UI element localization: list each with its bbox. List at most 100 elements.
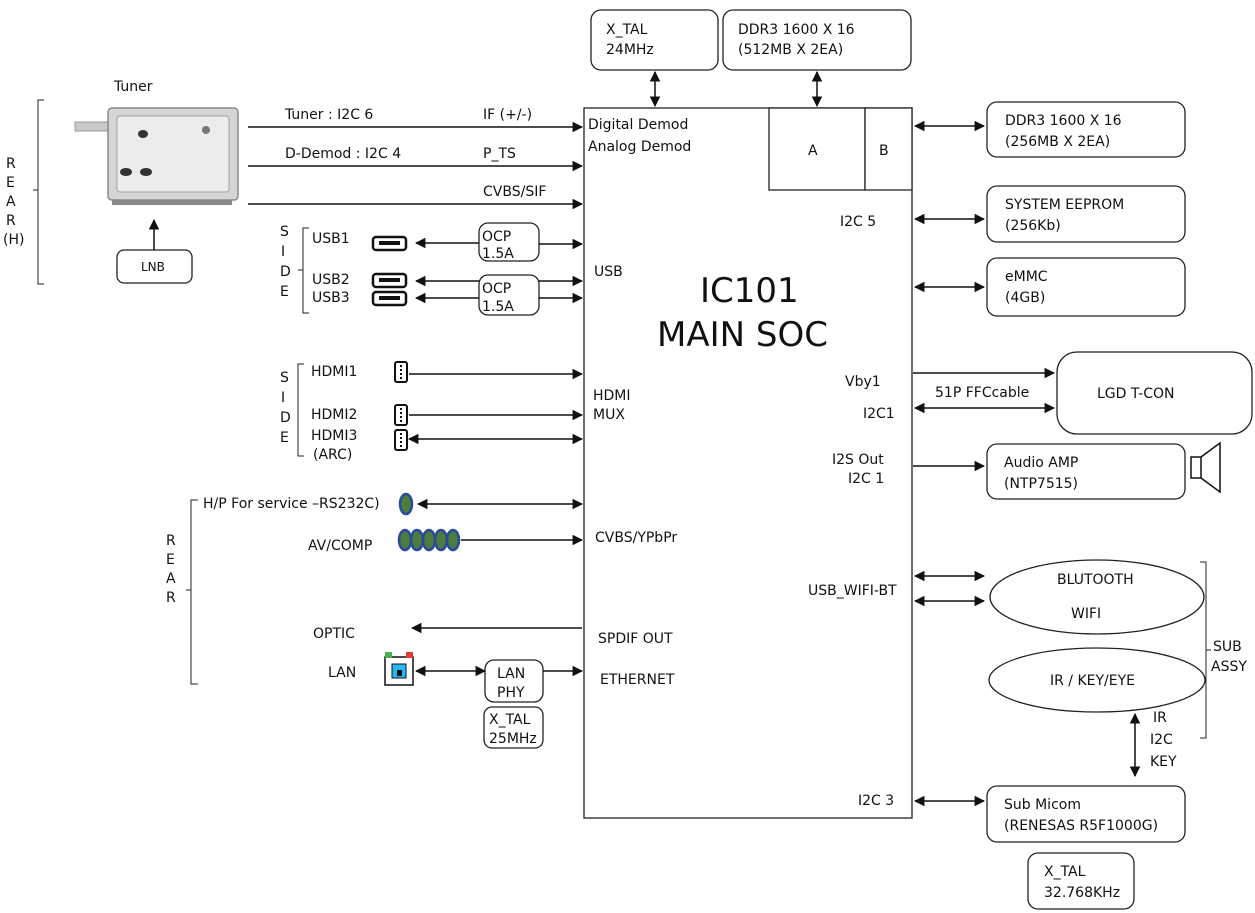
rear-h-letter-5: (H) [3,232,24,248]
side-usb-group: S I D E USB1 USB2 USB3 OCP 1.5A OCP 1.5A [280,223,582,315]
side-hdmi-letter-4: E [280,430,289,446]
ddr-right-label: DDR3 1600 X 16 [1005,113,1122,129]
soc-subtitle: MAIN SOC [657,315,828,355]
port-digital-demod: Digital Demod [588,117,688,133]
ir-key-eye-label: IR / KEY/EYE [1050,673,1135,689]
port-cvbs-ypbpr: CVBS/YPbPr [595,530,677,546]
ffc-label: 51P FFCcable [935,385,1029,401]
rear-bracket [186,500,198,684]
usb1-label: USB1 [312,231,350,247]
soc-title: IC101 [700,271,799,311]
main-soc: A B IC101 MAIN SOC Digital Demod Analog … [584,108,912,818]
port-spdif-out: SPDIF OUT [598,631,673,647]
sub-assy-label: SUB [1213,639,1242,655]
ocp1-value: 1.5A [482,246,514,262]
ddr-top-label: DDR3 1600 X 16 [738,22,855,38]
wifi-label: WIFI [1071,606,1101,622]
usb2-label: USB2 [312,272,350,288]
hp-rs232c-label: H/P For service –RS232C) [203,496,380,512]
side-hdmi-bracket [298,364,304,456]
rear-letter-4: R [166,590,176,606]
eeprom-size: (256Kb) [1005,218,1061,234]
rear-h-letter-1: R [6,156,16,172]
side-hdmi-letter-2: I [281,390,285,406]
usb3-port-icon [373,292,406,305]
av-comp-jacks-icon [399,530,459,550]
top-components: X_TAL 24MHz DDR3 1600 X 16 (512MB X 2EA) [591,10,911,106]
hdmi2-port-icon [395,405,407,425]
hdmi1-label: HDMI1 [311,364,357,380]
port-usb: USB [594,264,623,280]
side-usb-letter-4: E [280,284,289,300]
rear-letter-1: R [166,533,176,549]
port-ethernet: ETHERNET [600,672,675,688]
emmc-size: (4GB) [1005,290,1045,306]
right-components: DDR3 1600 X 16 (256MB X 2EA) SYSTEM EEPR… [913,102,1252,909]
sub-micom-part: (RENESAS R5F1000G) [1004,818,1158,834]
i2c-label: I2C [1150,732,1173,748]
tuner-cvbs-label: CVBS/SIF [483,184,546,200]
xtal-32khz-freq: 32.768KHz [1044,885,1120,901]
hdmi3-arc-label: (ARC) [313,447,352,463]
ocp1-label: OCP [482,229,511,245]
port-i2c3: I2C 3 [858,793,894,809]
emmc-box [987,258,1185,316]
usb2-port-icon [373,274,406,287]
key-label: KEY [1150,754,1177,770]
usb1-port-icon [373,237,406,250]
hdmi2-label: HDMI2 [311,407,357,423]
rear-letter-2: E [166,552,175,568]
side-usb-letter-2: I [281,244,285,260]
tuner-pts-label: P_TS [483,146,516,162]
emmc-label: eMMC [1005,269,1048,285]
tuner-module-image [75,108,238,205]
port-i2c1-tcon: I2C1 [863,406,895,422]
side-hdmi-group: S I D E HDMI1 HDMI2 HDMI3 (ARC) [280,362,582,463]
tuner-i2c4-label: D-Demod : I2C 4 [285,146,401,162]
side-usb-bracket [298,228,309,313]
port-i2c1-amp: I2C 1 [848,471,884,487]
rear-h-letter-2: E [6,175,15,191]
ir-label: IR [1153,710,1167,726]
ocp2-value: 1.5A [482,299,514,315]
usb3-label: USB3 [312,290,350,306]
lnb-label: LNB [141,260,165,274]
hdmi3-label: HDMI3 [311,428,357,444]
lan-phy-sub: PHY [497,685,525,701]
block-b-label: B [879,143,889,159]
block-a-label: A [808,143,818,159]
optic-label: OPTIC [313,626,355,642]
side-hdmi-letter-3: D [280,410,291,426]
port-i2s-out: I2S Out [832,452,884,468]
hdmi3-port-icon [395,430,407,450]
port-vby1: Vby1 [845,374,881,390]
sub-assy-label-2: ASSY [1211,659,1247,675]
xtal-24mhz-freq: 24MHz [606,42,654,58]
eeprom-label: SYSTEM EEPROM [1005,197,1124,213]
tuner-if-label: IF (+/-) [483,107,532,123]
side-usb-letter-1: S [280,224,289,240]
audio-amp-part: (NTP7515) [1004,476,1078,492]
rear-h-letter-4: R [6,213,16,229]
lan-port-icon [385,652,413,685]
lan-label: LAN [328,665,356,681]
rear-letter-3: A [166,571,176,587]
xtal-32khz-label: X_TAL [1044,864,1086,880]
hp-jack-icon [400,494,412,514]
audio-amp-label: Audio AMP [1004,455,1078,471]
rear-h-letter-3: A [6,194,16,210]
port-usb-wifi-bt: USB_WIFI-BT [808,583,897,599]
ocp2-label: OCP [482,281,511,297]
side-usb-letter-3: D [280,264,291,280]
xtal-24mhz-box [591,10,718,70]
sub-micom-label: Sub Micom [1004,797,1081,813]
tuner-i2c6-label: Tuner : I2C 6 [284,107,373,123]
ddr-top-box [723,10,911,70]
hdmi1-port-icon [395,362,407,382]
ddr-top-size: (512MB X 2EA) [738,42,843,58]
av-comp-label: AV/COMP [308,538,372,554]
tuner-title: Tuner [113,79,153,95]
rear-h-group: R E A R (H) [3,100,44,284]
port-i2c5: I2C 5 [840,214,876,230]
lan-phy-label: LAN [497,666,525,682]
